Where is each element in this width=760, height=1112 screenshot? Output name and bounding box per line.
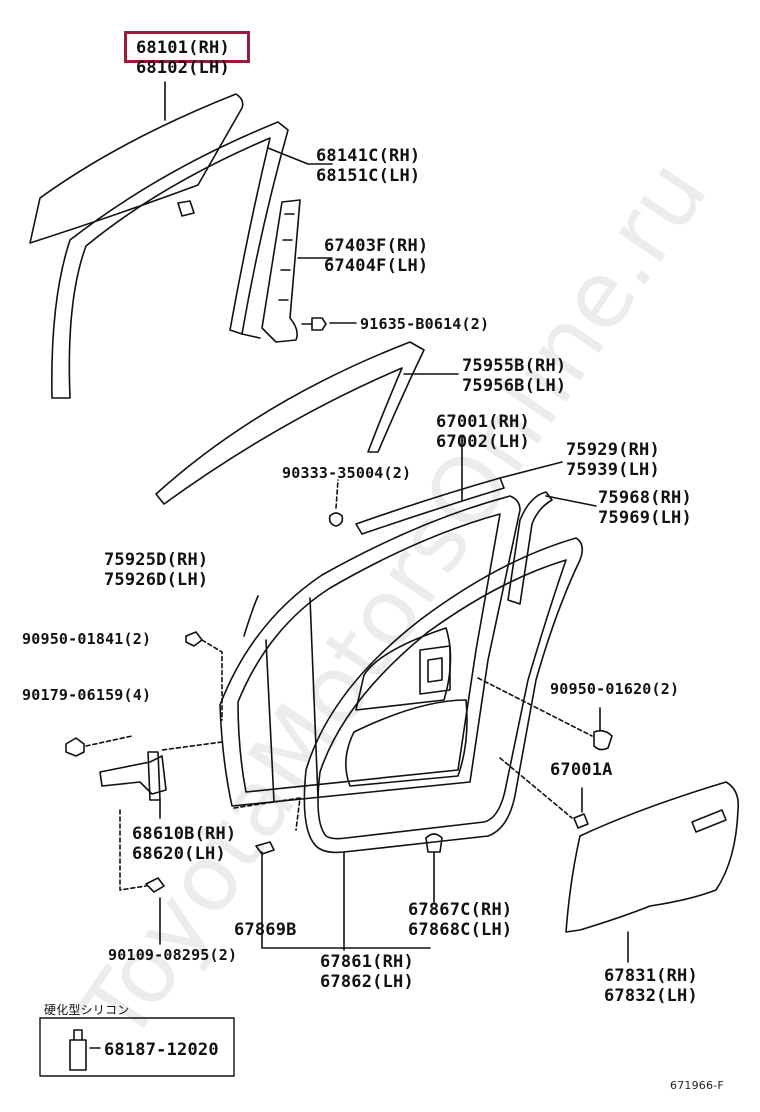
rear-lower-frame <box>261 199 301 343</box>
part-67831[interactable]: 67831(RH) <box>604 966 698 986</box>
bolt-90179 <box>65 737 85 757</box>
part-67868c[interactable]: 67868C(LH) <box>408 920 513 940</box>
part-67404f[interactable]: 67404F(LH) <box>324 256 429 276</box>
part-67867c[interactable]: 67867C(RH) <box>408 900 513 920</box>
door-weatherstrip <box>303 537 584 854</box>
bolt-90950-01620 <box>593 729 613 751</box>
part-67001a[interactable]: 67001A <box>550 760 613 780</box>
part-67861[interactable]: 67861(RH) <box>320 952 414 972</box>
door-hinge <box>99 755 167 795</box>
screw-91635 <box>301 317 327 331</box>
part-90179[interactable]: 90179-06159(4) <box>22 686 152 704</box>
part-67862[interactable]: 67862(LH) <box>320 972 414 992</box>
rear-weatherstrip <box>507 491 553 605</box>
belt-moulding <box>355 477 505 535</box>
part-67832[interactable]: 67832(LH) <box>604 986 698 1006</box>
part-90109[interactable]: 90109-08295(2) <box>108 946 238 964</box>
part-68101[interactable]: 68101(RH) <box>136 38 230 58</box>
part-68102[interactable]: 68102(LH) <box>136 58 230 78</box>
door-opening <box>345 699 468 787</box>
clip-90333 <box>328 512 344 527</box>
frame-moulding <box>155 341 425 505</box>
part-90333[interactable]: 90333-35004(2) <box>282 464 412 482</box>
part-75925d[interactable]: 75925D(RH) <box>104 550 209 570</box>
part-91635[interactable]: 91635-B0614(2) <box>360 315 490 333</box>
part-90950-01841[interactable]: 90950-01841(2) <box>22 630 152 648</box>
part-68187[interactable]: 68187-12020 <box>104 1040 219 1060</box>
part-67001[interactable]: 67001(RH) <box>436 412 530 432</box>
clip-67867c <box>425 833 443 853</box>
part-67869b[interactable]: 67869B <box>234 920 297 940</box>
door-glass <box>29 93 244 244</box>
part-75968[interactable]: 75968(RH) <box>598 488 692 508</box>
part-90950-01620[interactable]: 90950-01620(2) <box>550 680 680 698</box>
part-75926d[interactable]: 75926D(LH) <box>104 570 209 590</box>
part-68610b[interactable]: 68610B(RH) <box>132 824 237 844</box>
part-75969[interactable]: 75969(LH) <box>598 508 692 528</box>
part-75956b[interactable]: 75956B(LH) <box>462 376 567 396</box>
glass-bracket <box>177 200 195 217</box>
part-75929[interactable]: 75929(RH) <box>566 440 660 460</box>
part-67403f[interactable]: 67403F(RH) <box>324 236 429 256</box>
sealant-note: 硬化型シリコン <box>44 1003 130 1017</box>
clip-67001a <box>573 813 589 829</box>
part-75955b[interactable]: 75955B(RH) <box>462 356 567 376</box>
part-68620[interactable]: 68620(LH) <box>132 844 226 864</box>
diagram-code: 671966-F <box>670 1079 724 1092</box>
bolt-90109 <box>145 877 165 893</box>
part-75939[interactable]: 75939(LH) <box>566 460 660 480</box>
part-68141c[interactable]: 68141C(RH) <box>316 146 421 166</box>
service-hole-cover <box>565 781 740 933</box>
sealant-bottle <box>69 1029 87 1071</box>
door-shell <box>219 495 521 807</box>
glass-run-channel <box>51 121 289 399</box>
part-67002[interactable]: 67002(LH) <box>436 432 530 452</box>
bolt-90950-01841 <box>185 631 203 647</box>
highlight-frame <box>124 31 250 63</box>
clip-67869b <box>255 841 275 855</box>
part-68151c[interactable]: 68151C(LH) <box>316 166 421 186</box>
